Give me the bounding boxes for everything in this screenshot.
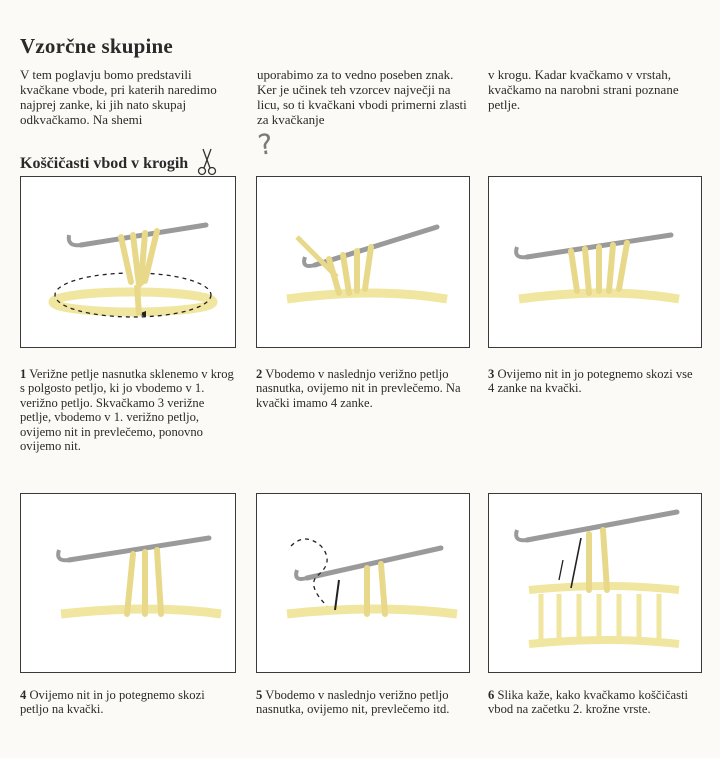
step-number: 6 [488,688,495,702]
step-caption-4: 4 Ovijemo nit in jo potegnemo skozi petl… [20,688,234,717]
illustration-step-2 [286,224,448,304]
step-text: Ovijemo nit in jo potegnemo skozi vse 4 … [488,367,693,396]
intro-column-1: V tem poglavju bomo predstavili kvačkane… [20,67,217,127]
illustration-panel-6 [488,493,702,673]
illustration-step-5 [286,538,458,619]
step-number: 1 [20,367,27,381]
handwritten-question-mark: ? [255,127,276,162]
step-number: 3 [488,367,495,381]
step-caption-6: 6 Slika kaže, kako kvačkamo koščičasti v… [488,688,700,717]
illustration-step-4 [56,535,222,619]
step-number: 2 [256,367,263,381]
illustration-step-6 [514,509,680,648]
subtitle-text: Koščičasti vbod v krogih [20,155,189,172]
scissors-icon [198,148,217,176]
step-text: Vbodemo v naslednjo verižno petljo nasnu… [256,688,450,717]
step-text: Vbodemo v naslednjo verižno petljo nasnu… [256,367,461,410]
step-text: Ovijemo nit in jo potegnemo skozi petljo… [20,688,205,717]
step-caption-1: 1 Verižne petlje nasnutka sklenemo v kro… [20,367,234,453]
intro-column-2: uporabimo za to vedno poseben znak. Ker … [257,67,467,127]
step-text: Slika kaže, kako kvačkamo koščičasti vbo… [488,688,689,717]
illustration-panel-1 [20,176,236,348]
step-caption-3: 3 Ovijemo nit in jo potegnemo skozi vse … [488,367,700,396]
step-text: Verižne petlje nasnutka sklenemo v krog … [20,367,234,454]
step-number: 5 [256,688,263,702]
illustration-panel-3 [488,176,702,348]
step-number: 4 [20,688,27,702]
illustration-step-1 [48,222,218,318]
illustration-panel-4 [20,493,236,673]
section-subtitle: Koščičasti vbod v krogih [20,146,218,176]
page-title: Vzorčne skupine [20,34,173,58]
illustration-step-3 [514,232,680,304]
illustration-panel-5 [256,493,470,673]
step-caption-2: 2 Vbodemo v naslednjo verižno petljo nas… [256,367,468,410]
step-caption-5: 5 Vbodemo v naslednjo verižno petljo nas… [256,688,468,717]
intro-column-3: v krogu. Kadar kvačkamo v vrstah, kvačka… [488,67,679,112]
illustration-panel-2 [256,176,470,348]
